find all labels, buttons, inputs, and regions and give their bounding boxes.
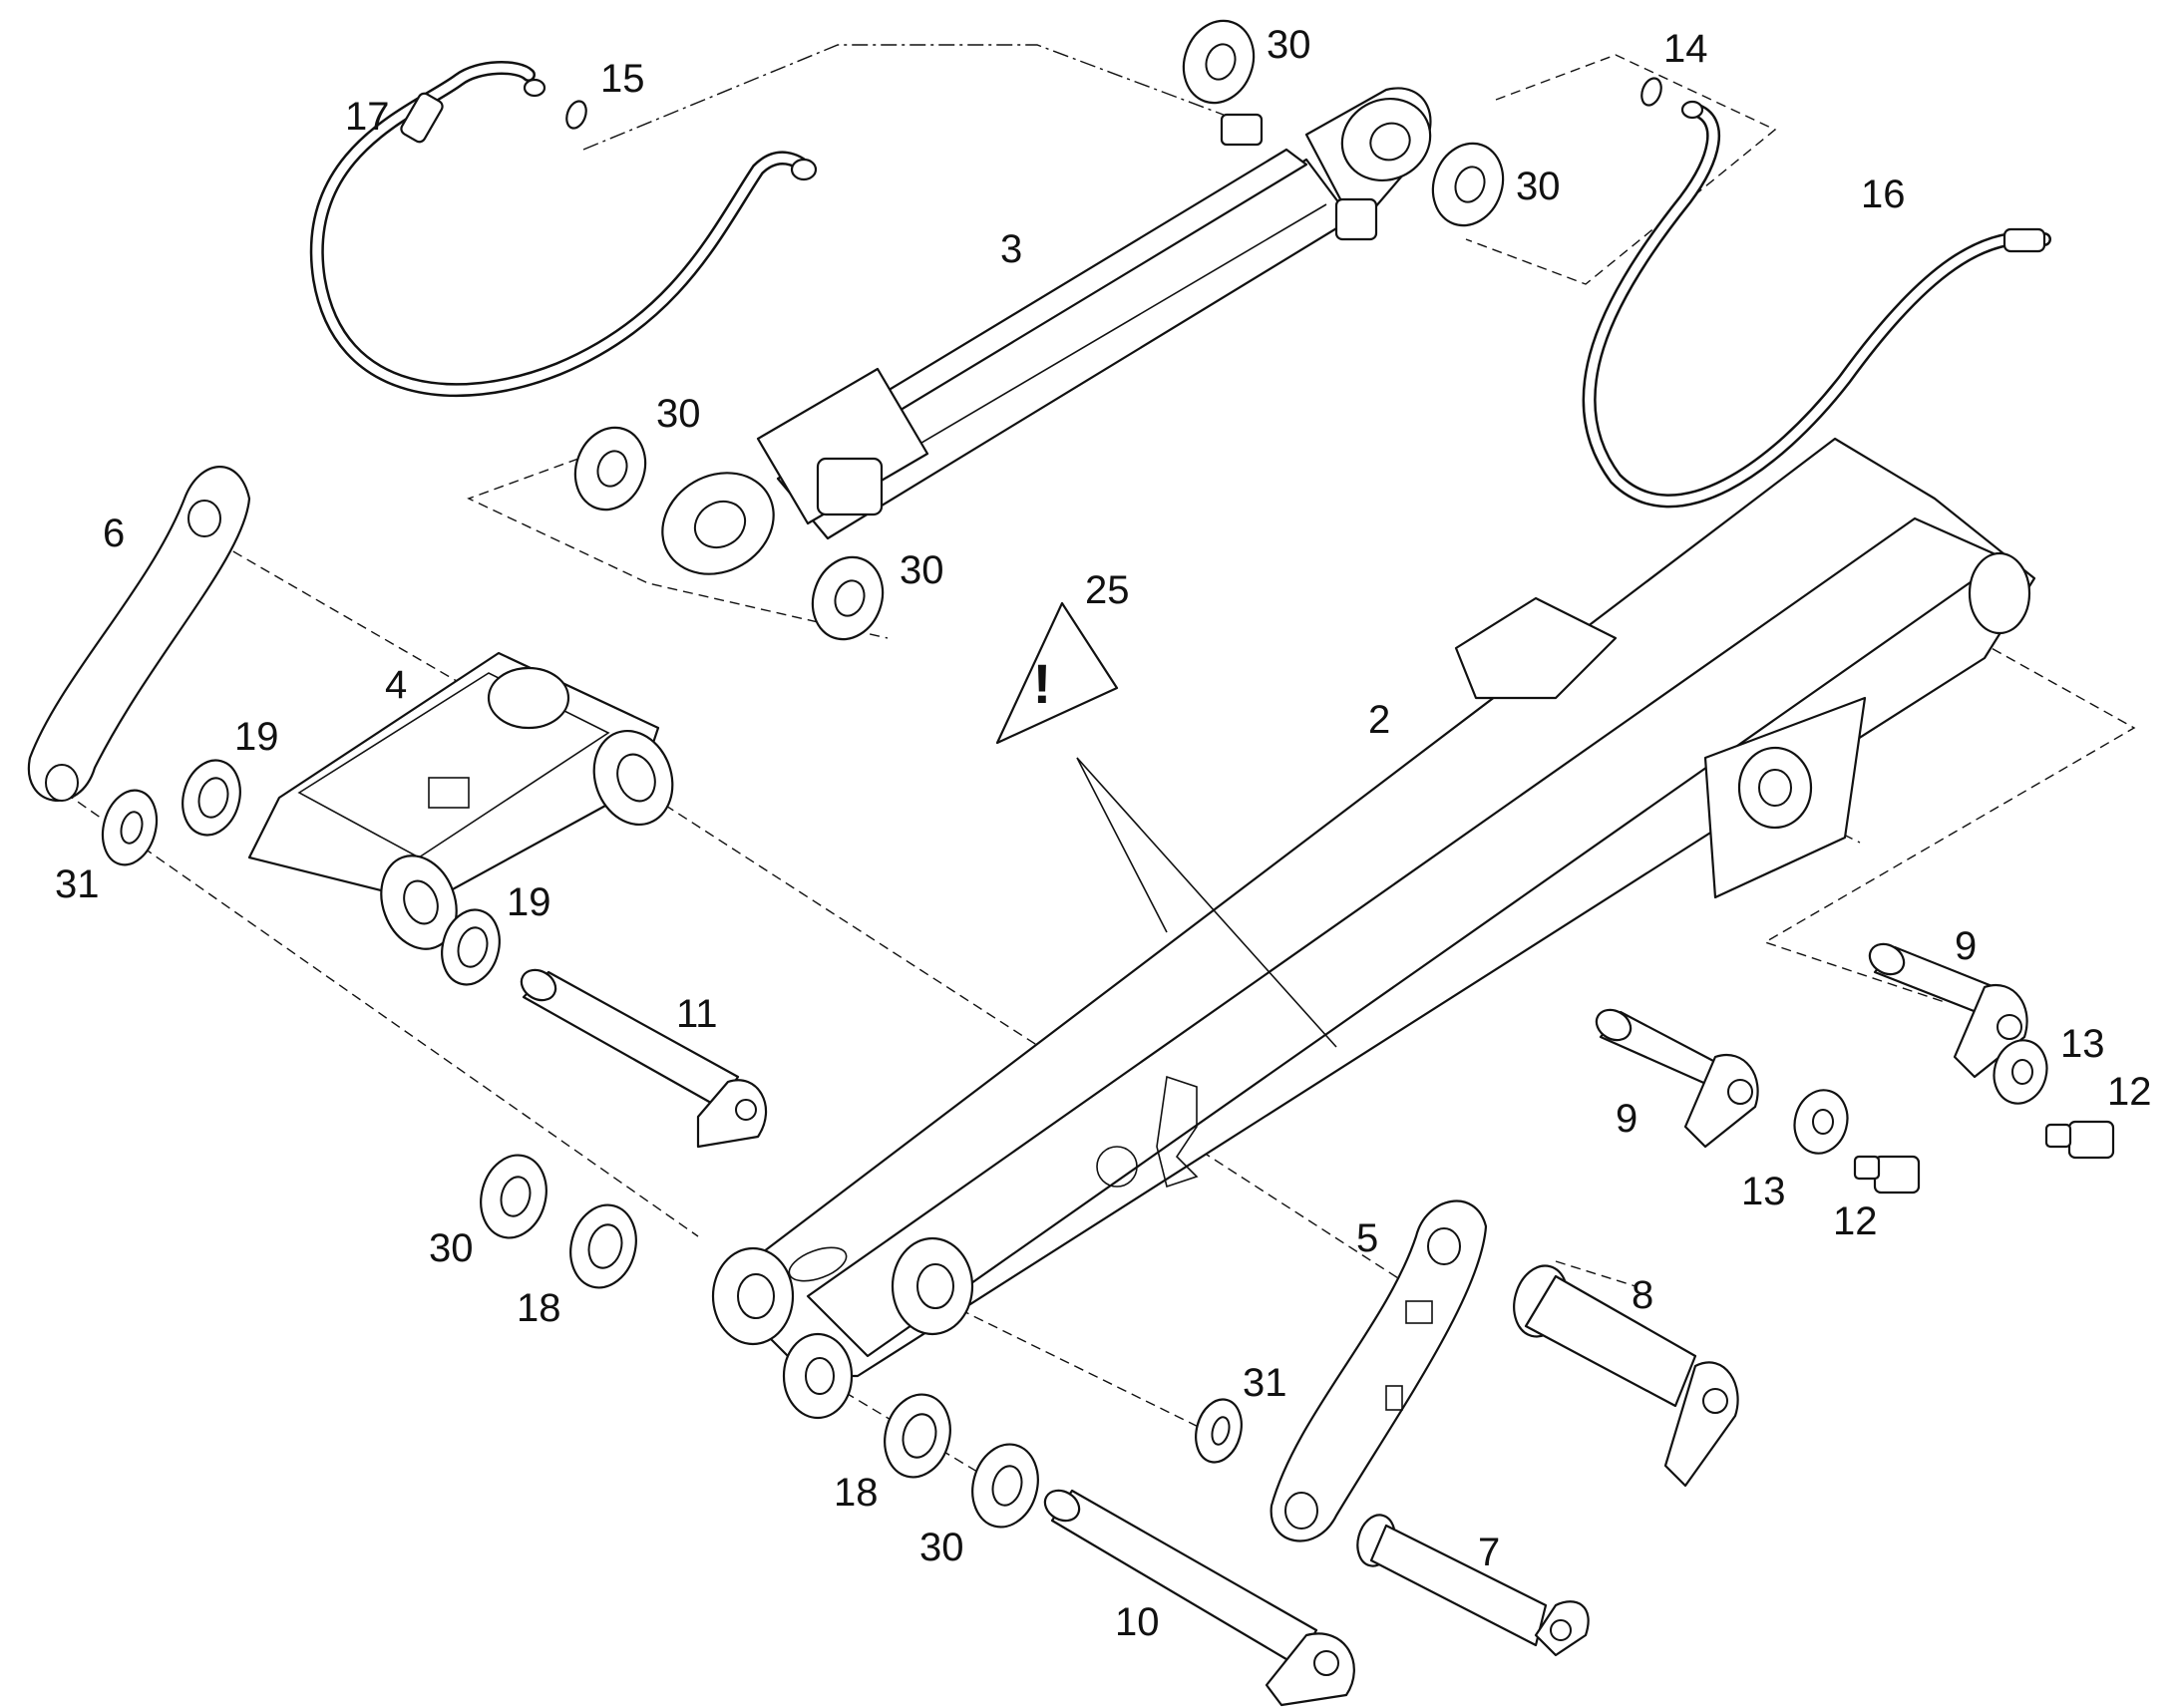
callout-3: 3 (1000, 227, 1022, 271)
washer-30-left (573, 426, 647, 512)
washer-13-lower (1793, 1089, 1849, 1155)
bolt-12-lower (1853, 1155, 1921, 1195)
pin-9-upper (1868, 942, 2028, 1079)
callout-9-upper: 9 (1955, 924, 1977, 968)
washer-30-lower-left (480, 1154, 547, 1239)
callout-30-left: 30 (656, 392, 701, 436)
callout-13-upper: 13 (2060, 1022, 2105, 1066)
callout-30-lower: 30 (900, 548, 944, 592)
hose-16 (1582, 100, 2051, 509)
callout-8: 8 (1632, 1273, 1653, 1317)
washer-31-bottom (1195, 1398, 1243, 1464)
callout-11: 11 (676, 992, 718, 1036)
callout-12-lower: 12 (1833, 1199, 1878, 1243)
hose-17 (309, 61, 818, 398)
callout-18-left: 18 (517, 1286, 561, 1330)
snap-ring-15 (565, 100, 587, 130)
callout-19-left: 19 (234, 715, 279, 759)
callout-30-lower-left: 30 (429, 1226, 474, 1270)
callout-25: 25 (1085, 568, 1130, 612)
callout-17: 17 (345, 95, 390, 139)
washer-30-right (1431, 142, 1505, 227)
callout-9-lower: 9 (1616, 1097, 1637, 1141)
washer-30-lower (811, 555, 885, 641)
pin-10 (1043, 1489, 1355, 1707)
hydraulic-cylinder-3 (661, 87, 1432, 575)
boom-2 (711, 437, 2036, 1420)
callout-6: 6 (103, 512, 125, 555)
pin-8 (1513, 1264, 1739, 1488)
callout-18-bottom: 18 (834, 1471, 879, 1515)
snap-ring-14 (1640, 77, 1662, 107)
pin-7 (1356, 1514, 1590, 1657)
callout-31-left: 31 (55, 862, 100, 906)
callout-30-right: 30 (1516, 165, 1561, 208)
callout-5: 5 (1356, 1216, 1378, 1260)
callout-2: 2 (1368, 698, 1390, 742)
washer-30-bottom (971, 1443, 1039, 1529)
callout-19-right: 19 (507, 880, 551, 924)
callout-7: 7 (1478, 1531, 1500, 1574)
callout-30-bottom: 30 (919, 1526, 964, 1569)
callout-14: 14 (1663, 27, 1708, 71)
warning-mark: ! (1033, 652, 1052, 715)
callout-30-top: 30 (1267, 23, 1311, 67)
callout-15: 15 (600, 57, 645, 101)
callout-13-lower: 13 (1741, 1170, 1786, 1213)
pin-9-lower (1595, 1008, 1759, 1149)
seal-18-lower-left (569, 1203, 637, 1289)
seal-18-bottom (884, 1393, 951, 1479)
warning-triangle-icon: ! (995, 601, 1337, 1048)
callout-labels: 2 3 4 5 6 7 8 9 9 10 11 12 12 13 13 14 1… (55, 23, 2152, 1644)
seal-19-left (182, 759, 241, 837)
pin-11 (520, 968, 768, 1149)
callout-16: 16 (1861, 172, 1906, 216)
washer-31-left (101, 789, 159, 866)
callout-4: 4 (385, 663, 407, 707)
washer-13-upper (1993, 1039, 2048, 1105)
callout-10: 10 (1115, 1600, 1160, 1644)
washer-30-top (1182, 19, 1256, 105)
link-5 (1270, 1199, 1488, 1542)
callout-31-bottom: 31 (1243, 1361, 1287, 1405)
link-6 (27, 466, 251, 802)
bolt-12-upper (2044, 1120, 2115, 1160)
bracket-4 (247, 651, 674, 950)
seal-19-right (441, 908, 501, 986)
callout-12-upper: 12 (2107, 1070, 2152, 1114)
